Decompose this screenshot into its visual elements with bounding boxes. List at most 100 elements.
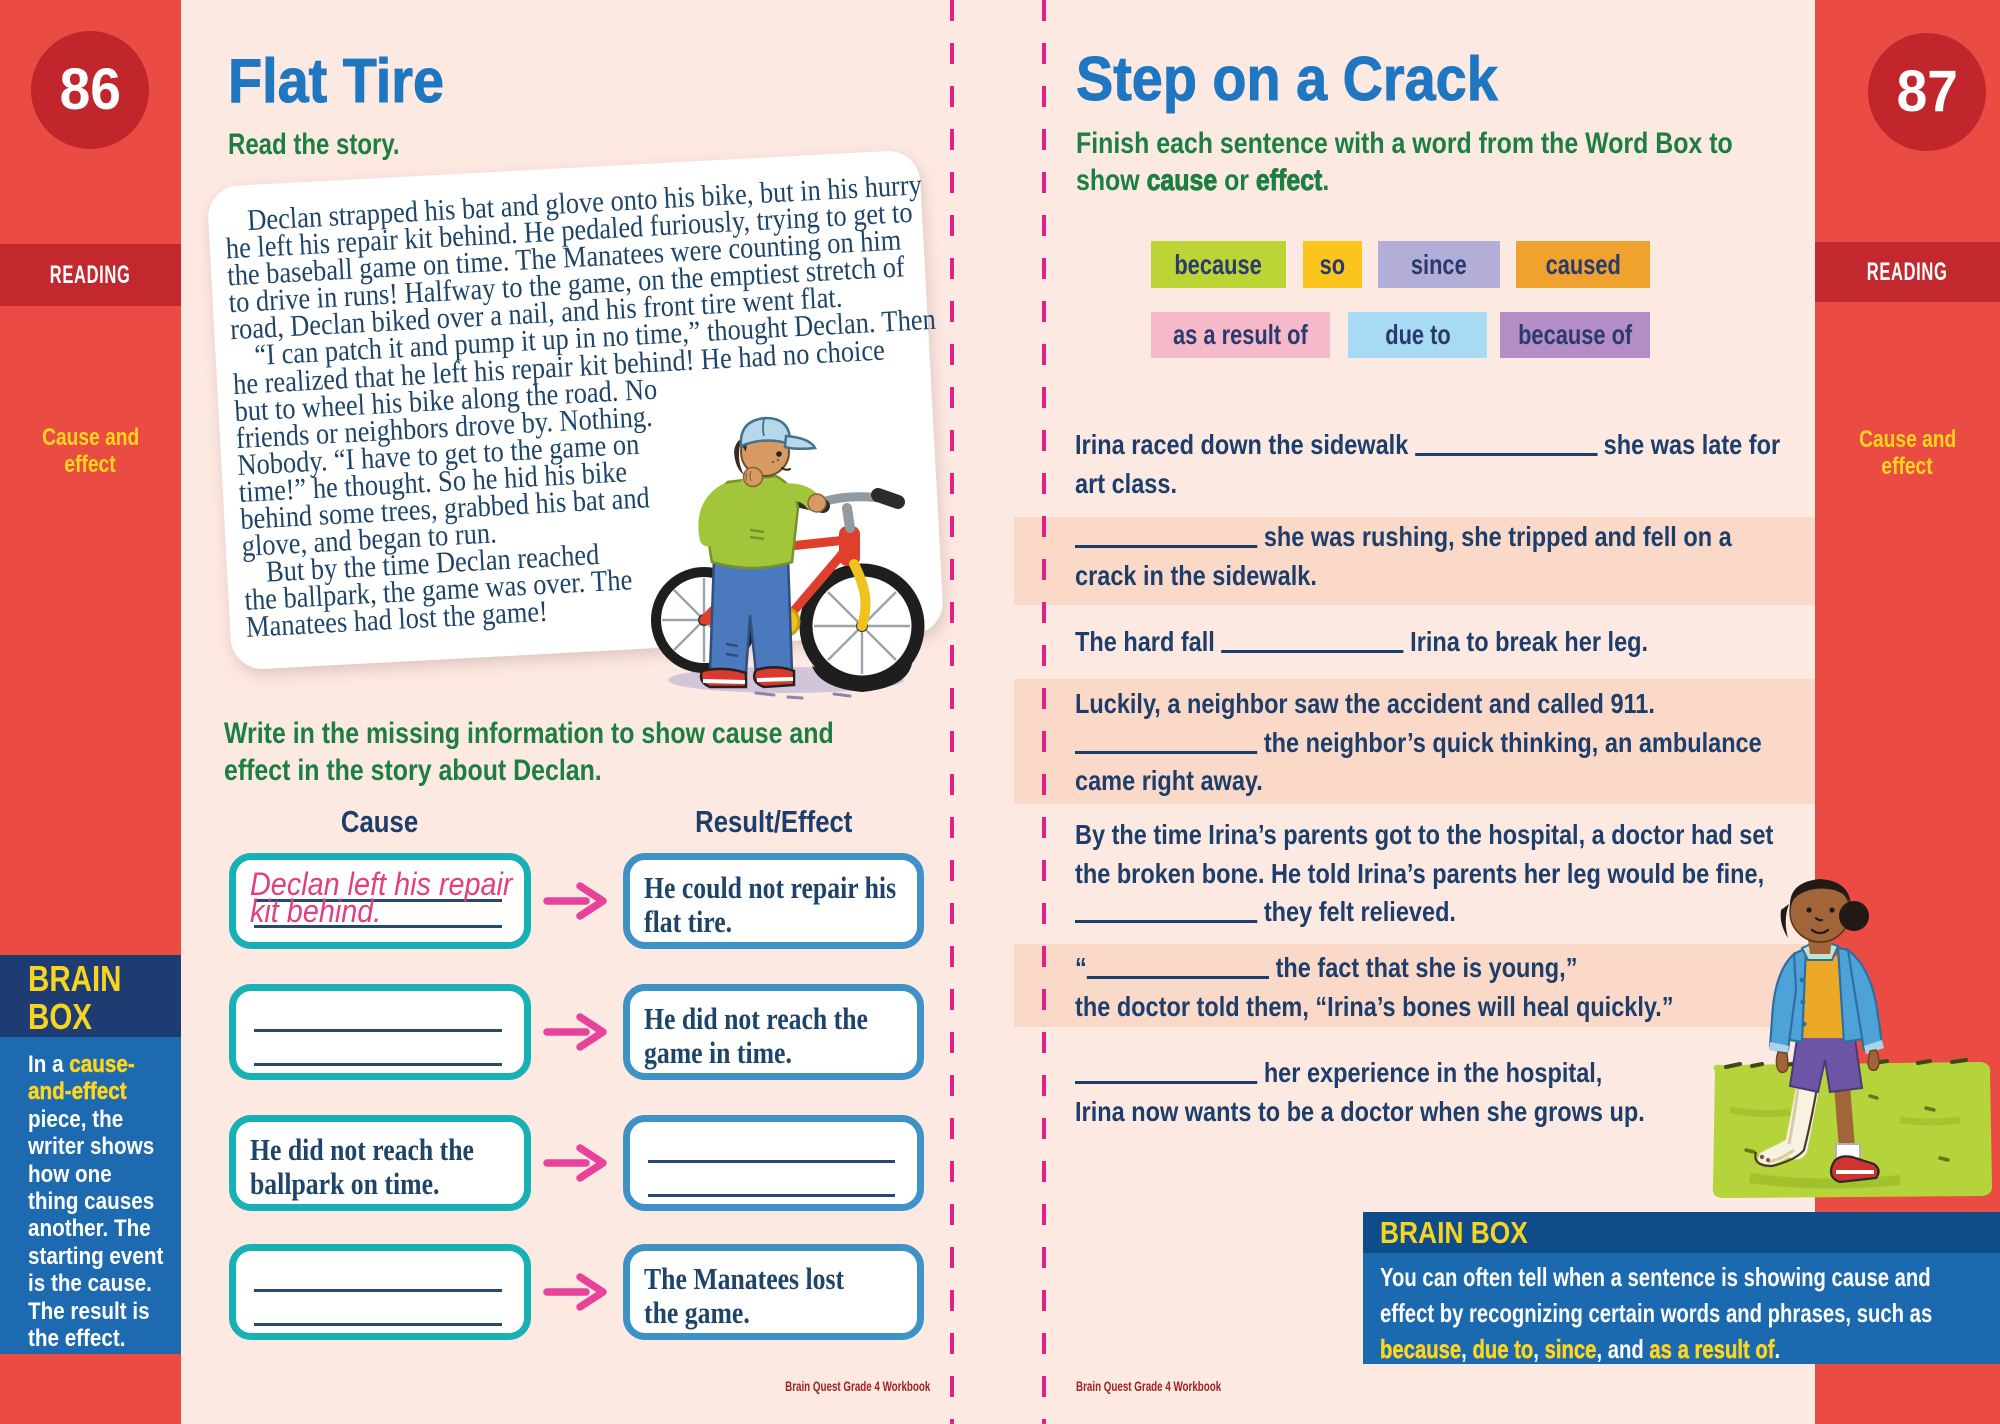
brainbox-text-line: The result is — [28, 1297, 150, 1325]
write-line[interactable] — [254, 1323, 502, 1326]
brainbox-text-line: because, due to, since, and as a result … — [1380, 1334, 1781, 1365]
sentence-line: Irina raced down the sidewalk she was la… — [1075, 429, 1781, 460]
brainbox-emphasis: due to — [1472, 1334, 1534, 1365]
right-footer: Brain Quest Grade 4 Workbook — [1076, 1378, 1222, 1394]
word-chip-so: so — [1303, 241, 1362, 288]
left-page-number-circle — [31, 31, 149, 149]
sentence-line: By the time Irina’s parents got to the h… — [1075, 819, 1774, 850]
left-page-number-wrap: 86 — [31, 31, 149, 149]
sentence-line: “ the fact that she is young,” — [1075, 952, 1578, 983]
cause-effect-arrow — [542, 879, 612, 928]
sentence-line: art class. — [1075, 467, 1177, 499]
cause-box-row-4[interactable] — [229, 1244, 531, 1340]
fill-in-blank[interactable] — [1075, 540, 1258, 548]
right-page-number: 87 — [1896, 59, 1958, 124]
instruction-line: effect in the story about Declan. — [224, 753, 602, 787]
left-brainbox-title-line1: BRAIN — [28, 958, 122, 999]
write-line[interactable] — [254, 1029, 502, 1032]
left-page-title: Flat Tire — [228, 47, 445, 117]
sentence-line: her experience in the hospital, — [1075, 1054, 1753, 1093]
brainbox-text-line: the effect. — [28, 1325, 126, 1353]
topic-label-line: effect — [64, 451, 117, 478]
fill-in-blank[interactable] — [1075, 1076, 1258, 1084]
sentence-line: they felt relieved. — [1075, 893, 1906, 932]
brainbox-text-line: writer shows — [28, 1133, 155, 1161]
topic-label-line: Cause and — [41, 424, 140, 451]
brainbox-emphasis: as a result of — [1649, 1334, 1775, 1365]
left-brainbox-title-line2: BOX — [28, 996, 92, 1037]
sentence-3: The hard fall Irina to break her leg. — [1075, 623, 1757, 662]
right-cutline — [1042, 0, 1046, 1424]
left-reading-label: READING — [50, 261, 131, 289]
sentence-line: The hard fall Irina to break her leg. — [1075, 626, 1649, 657]
fill-in-blank[interactable] — [1075, 915, 1258, 923]
highlight-band-1 — [1014, 517, 1815, 605]
right-instruction: Finish each sentence with a word from th… — [1076, 126, 1867, 199]
right-footer-wrap: Brain Quest Grade 4 Workbook — [1076, 1378, 1283, 1394]
sentence-line: Irina now wants to be a doctor when she … — [1075, 1095, 1645, 1127]
fill-in-blank[interactable] — [1414, 448, 1598, 456]
right-reading-label-wrap: READING — [1815, 242, 2000, 302]
write-line[interactable] — [254, 925, 502, 928]
cause-effect-arrow — [542, 1270, 612, 1319]
instruction-emphasis: effect — [1255, 163, 1323, 197]
brainbox-text-line: starting event — [28, 1242, 164, 1270]
instruction-line: Finish each sentence with a word from th… — [1076, 127, 1733, 160]
cause-box-row-2[interactable] — [229, 984, 531, 1080]
write-line[interactable] — [254, 899, 502, 902]
sentence-5: By the time Irina’s parents got to the h… — [1075, 816, 1906, 932]
brainbox-text-line: another. The — [28, 1215, 151, 1243]
brainbox-emphasis: since — [1544, 1334, 1597, 1365]
brainbox-text-line: You can often tell when a sentence is sh… — [1380, 1262, 1931, 1292]
sentence-6: “ the fact that she is young,” the doctor… — [1075, 949, 1788, 1026]
cause-header: Cause — [341, 804, 419, 839]
sentence-line: came right away. — [1075, 765, 1263, 796]
fill-in-blank[interactable] — [1221, 645, 1404, 653]
brainbox-text-line: how one — [28, 1160, 112, 1188]
effect-header: Result/Effect — [694, 804, 853, 839]
effect-box-row-3[interactable] — [623, 1115, 924, 1211]
write-line[interactable] — [648, 1160, 895, 1163]
sentence-line: the neighbor’s quick thinking, an ambula… — [1075, 724, 1893, 763]
right-page-number-wrap: 87 — [1868, 33, 1986, 151]
write-line[interactable] — [254, 1063, 502, 1066]
sentence-line: crack in the sidewalk. — [1075, 559, 1317, 591]
sentence-4: Luckily, a neighbor saw the accident and… — [1075, 685, 1893, 801]
word-chip-due-to: due to — [1348, 312, 1487, 358]
left-reading-band — [0, 244, 181, 306]
right-brainbox-title: BRAIN BOX — [1380, 1215, 1528, 1250]
instruction-line: show cause or effect. — [1076, 163, 1330, 197]
brainbox-emphasis: cause- — [69, 1051, 135, 1079]
right-page-title: Step on a Crack — [1076, 45, 1499, 115]
girl-with-leg-cast-illustration — [1712, 879, 1993, 1198]
brainbox-text-line: effect by recognizing certain words and … — [1380, 1298, 1933, 1328]
left-footer: Brain Quest Grade 4 Workbook — [785, 1378, 931, 1394]
write-line[interactable] — [648, 1194, 895, 1197]
sentence-line: she was rushing, she tripped and fell on… — [1075, 518, 1857, 557]
write-line[interactable] — [254, 1289, 502, 1292]
handwritten-answer-line: Declan left his repair — [250, 866, 513, 902]
right-reading-band — [1815, 242, 2000, 302]
word-chip-since: since — [1378, 241, 1500, 288]
sentence-7: her experience in the hospital,Irina now… — [1075, 1054, 1753, 1131]
word-chip-caused: caused — [1516, 241, 1650, 288]
left-cutline — [950, 0, 954, 1424]
right-brainbox-body: You can often tell when a sentence is sh… — [1363, 1253, 2000, 1364]
right-reading-label: READING — [1867, 258, 1948, 286]
sentence-line: Luckily, a neighbor saw the accident and… — [1075, 688, 1655, 719]
brainbox-text-line: and-effect — [28, 1078, 181, 1106]
fill-in-blank[interactable] — [1075, 746, 1258, 754]
sentence-line: the doctor told them, “Irina’s bones wil… — [1075, 990, 1674, 1022]
fill-in-blank[interactable] — [1086, 971, 1270, 979]
right-brainbox-header: BRAIN BOX — [1363, 1212, 2000, 1253]
effect-header-wrap: Result/Effect — [623, 804, 924, 840]
